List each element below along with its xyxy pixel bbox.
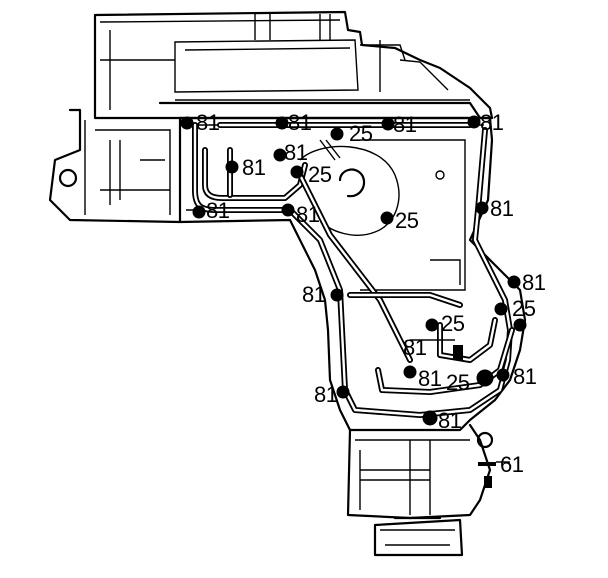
callout-81-p: 81 [438,408,462,433]
callout-81-n: 81 [513,364,537,389]
bolt-bosses [180,115,527,488]
callout-81-a: 81 [196,110,220,135]
callout-81-k: 81 [302,282,326,307]
callout-81-f: 81 [242,155,266,180]
callout-81-h: 81 [296,202,320,227]
callout-25-f: 25 [446,370,470,395]
callout-81-j: 81 [522,270,546,295]
callout-81-l: 81 [403,335,427,360]
callout-25-a: 25 [349,121,373,146]
callout-81-i: 81 [490,196,514,221]
callout-25-b: 25 [308,162,332,187]
callout-81-c: 81 [393,112,417,137]
callout-81-b: 81 [288,110,312,135]
leader-lines [319,139,510,463]
callout-81-m: 81 [418,366,442,391]
upper-housing [93,10,494,120]
left-mounting-ear [48,108,182,224]
callout-81-o: 81 [314,382,338,407]
callout-81-d: 81 [480,110,504,135]
callout-61: 61 [500,452,524,477]
callout-25-e: 25 [441,311,465,336]
callout-labels: 81 81 25 81 81 81 81 25 81 81 25 81 81 8… [196,110,546,477]
callout-81-e: 81 [284,140,308,165]
callout-25-c: 25 [395,208,419,233]
callout-81-g: 81 [206,198,230,223]
lower-output-housing [346,423,494,557]
callout-25-d: 25 [512,296,536,321]
